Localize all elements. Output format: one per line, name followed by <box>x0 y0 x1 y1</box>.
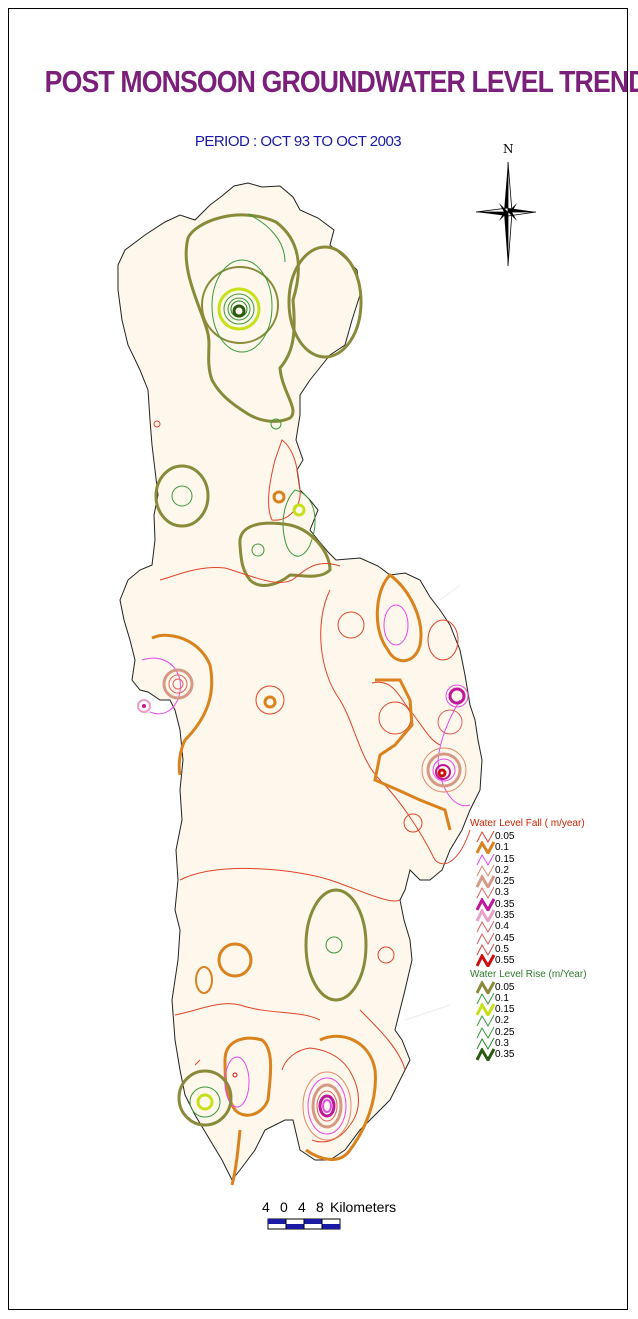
legend-line-swatch-icon <box>476 830 495 843</box>
legend-rise-item: 0.1 <box>470 992 630 1005</box>
legend-rise-item: 0.35 <box>470 1048 630 1062</box>
legend-item-label: 0.2 <box>495 864 509 876</box>
legend-line-swatch-icon <box>476 943 495 956</box>
legend-fall-item: 0.45 <box>470 932 630 945</box>
legend-fall-item: 0.35 <box>470 909 630 923</box>
legend-fall-item: 0.4 <box>470 921 630 934</box>
legend-rise-item: 0.15 <box>470 1003 630 1017</box>
legend-fall-item: 0.35 <box>470 897 630 911</box>
scale-bar <box>267 1218 341 1230</box>
legend-item-label: 0.25 <box>495 1026 515 1038</box>
legend-item-label: 0.3 <box>495 1038 509 1050</box>
legend-item-label: 0.35 <box>495 898 515 910</box>
legend-line-swatch-icon <box>476 921 495 934</box>
legend-line-swatch-icon <box>476 841 496 855</box>
map-title: POST MONSOON GROUNDWATER LEVEL TREND <box>44 64 638 99</box>
legend-item-label: 0.25 <box>495 876 515 888</box>
legend-rise-item: 0.25 <box>470 1026 630 1039</box>
legend-line-swatch-icon <box>476 909 496 923</box>
scale-unit: Kilometers <box>330 1199 397 1215</box>
legend-item-label: 0.2 <box>495 1015 509 1027</box>
legend-line-swatch-icon <box>476 1037 495 1051</box>
district-boundary <box>117 182 483 1181</box>
legend-item-label: 0.45 <box>495 932 515 944</box>
legend-fall-item: 0.2 <box>470 864 630 877</box>
legend-line-swatch-icon <box>476 992 495 1005</box>
legend-item-label: 0.4 <box>495 921 509 933</box>
legend-fall-item: 0.15 <box>470 853 630 866</box>
legend-line-swatch-icon <box>476 853 495 866</box>
legend-line-swatch-icon <box>476 897 496 911</box>
legend-rise-item: 0.2 <box>470 1015 630 1028</box>
legend-line-swatch-icon <box>476 980 496 994</box>
legend-fall-item: 0.05 <box>470 830 630 843</box>
legend-line-swatch-icon <box>476 864 495 877</box>
legend-line-swatch-icon <box>476 887 495 900</box>
legend-item-label: 0.35 <box>495 1049 515 1061</box>
legend-line-swatch-icon <box>476 954 496 968</box>
compass-star-icon <box>476 161 536 266</box>
legend-line-swatch-icon <box>476 1048 496 1062</box>
scale-tick-label: 4 <box>298 1199 306 1215</box>
legend-rise-heading: Water Level Rise (m/Year) <box>470 968 587 980</box>
legend-item-label: 0.1 <box>495 992 509 1004</box>
north-arrow: N <box>476 142 536 266</box>
legend-rise-item: 0.05 <box>470 980 630 994</box>
legend-item-label: 0.05 <box>495 831 515 842</box>
legend-line-swatch-icon <box>476 875 496 889</box>
legend-item-label: 0.15 <box>495 853 515 865</box>
legend-item-label: 0.15 <box>495 1004 515 1016</box>
scale-tick-label: 4 <box>262 1199 270 1215</box>
legend-fall-item: 0.25 <box>470 875 630 889</box>
legend-item-label: 0.5 <box>495 943 509 955</box>
legend-line-swatch-icon <box>476 1026 495 1039</box>
legend-item-label: 0.1 <box>495 842 509 854</box>
legend-item-label: 0.35 <box>495 910 515 922</box>
legend-line-swatch-icon <box>476 1003 496 1017</box>
scale-tick-label: 8 <box>316 1199 324 1215</box>
legend-fall-item: 0.1 <box>470 841 630 855</box>
scale-tick-label: 0 <box>280 1199 288 1215</box>
legend-fall-item: 0.5 <box>470 943 630 956</box>
north-letter: N <box>503 142 514 156</box>
legend-fall-item: 0.55 <box>470 954 630 968</box>
legend-line-swatch-icon <box>476 1015 495 1028</box>
legend-rise-item: 0.3 <box>470 1037 630 1051</box>
legend-fall-heading: Water Level Fall ( m/year) <box>470 818 585 829</box>
legend-item-label: 0.55 <box>495 955 515 967</box>
legend-fall-item: 0.3 <box>470 887 630 900</box>
legend-item-label: 0.05 <box>495 981 515 993</box>
legend-line-swatch-icon <box>476 932 495 945</box>
legend-item-label: 0.3 <box>495 887 509 899</box>
map-subtitle: PERIOD : OCT 93 TO OCT 2003 <box>194 133 402 150</box>
